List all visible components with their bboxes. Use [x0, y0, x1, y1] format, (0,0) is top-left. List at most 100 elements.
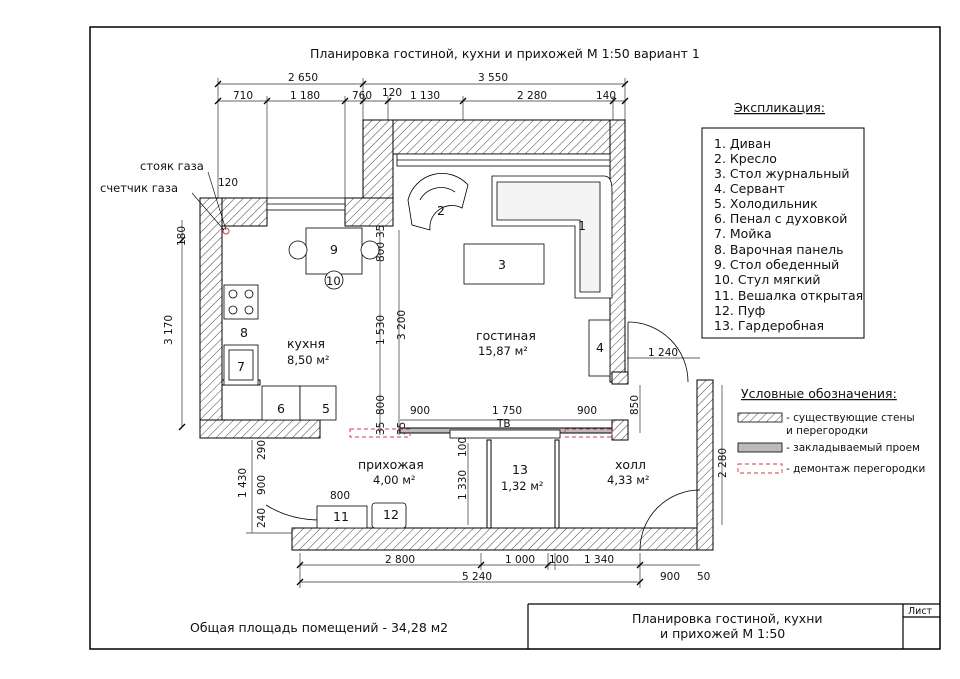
explication-item: 2. Кресло — [714, 151, 777, 166]
dim-850: 850 — [629, 395, 641, 415]
dim-left-180: 180 — [176, 226, 188, 246]
dim-bottom-100: 100 — [549, 554, 569, 566]
explication-item: 13. Гардеробная — [714, 318, 824, 333]
living-name: гостиная — [476, 328, 536, 343]
legend-existing-text-2: и перегородки — [786, 425, 868, 437]
coat-rack-icon — [316, 505, 368, 529]
dim-top-140: 140 — [596, 90, 616, 102]
dim-35-upper: 35 — [375, 225, 387, 238]
dim-bottom-1340: 1 340 — [584, 554, 614, 566]
dimension-texts: 2 650 3 550 710 1 180 760 120 1 130 2 28… — [163, 72, 729, 583]
pouf-number: 12 — [383, 507, 399, 522]
wardrobe-number: 13 — [512, 462, 528, 477]
gas-meter-leader — [191, 192, 225, 231]
sofa-icon: 1 — [491, 175, 613, 299]
explication-box — [701, 127, 865, 339]
dim-35-lower: 35 — [375, 422, 387, 435]
pouf-icon — [371, 502, 407, 529]
total-area: Общая площадь помещений - 34,28 м2 — [190, 620, 448, 635]
dim-bottom-1000: 1 000 — [505, 554, 535, 566]
hall-area: 4,00 м² — [373, 473, 416, 487]
dim-2280-right: 2 280 — [717, 448, 729, 478]
cooktop-number: 8 — [240, 325, 248, 340]
dim-top-710: 710 — [233, 90, 253, 102]
coffee-table-number: 3 — [498, 257, 506, 272]
dim-left-290: 290 — [256, 440, 268, 460]
gas-riser-icon — [222, 227, 230, 235]
holl-area: 4,33 м² — [607, 473, 650, 487]
sofa-number: 1 — [578, 218, 586, 233]
kitchen-name: кухня — [287, 336, 325, 351]
dim-1240: 1 240 — [648, 347, 678, 359]
dim-bottom-2800: 2 800 — [385, 554, 415, 566]
hall-name: прихожая — [358, 457, 424, 472]
gas-riser-leader — [207, 171, 227, 231]
dim-top-total-right: 3 550 — [478, 72, 508, 84]
gas-riser-label: стояк газа — [140, 159, 204, 173]
sheet-frame — [89, 26, 941, 650]
dim-1750: 1 750 — [492, 405, 522, 417]
kitchen-area: 8,50 м² — [287, 353, 330, 367]
living-area: 15,87 м² — [478, 344, 528, 358]
dim-top-760: 760 — [352, 90, 372, 102]
dim-left-1430: 1 430 — [237, 468, 249, 498]
chair-icon — [288, 240, 380, 290]
explication-heading: Экспликация: — [734, 100, 825, 115]
dim-1330: 1 330 — [457, 470, 469, 500]
dim-top-1130: 1 130 — [410, 90, 440, 102]
fridge-number: 5 — [322, 401, 330, 416]
dim-1530: 1 530 — [375, 315, 387, 345]
dim-bottom-900: 900 — [660, 571, 680, 583]
explication-item: 3. Стол журнальный — [714, 166, 849, 181]
explication-item: 4. Сервант — [714, 181, 785, 196]
cooktop-icon — [223, 284, 259, 320]
stamp-title-line2: и прихожей М 1:50 — [660, 626, 785, 641]
dining-table-number: 9 — [330, 242, 338, 257]
dim-100: 100 — [457, 437, 469, 457]
chair-number: 10 — [326, 274, 341, 288]
legend-demolish-swatch — [737, 463, 783, 474]
dim-bottom-5240: 5 240 — [462, 571, 492, 583]
legend-existing-text: - существующие стены — [786, 412, 915, 424]
dim-800-lower: 800 — [375, 395, 387, 415]
dim-left-240: 240 — [256, 508, 268, 528]
dim-top-total-left: 2 650 — [288, 72, 318, 84]
plan-title: Планировка гостиной, кухни и прихожей М … — [310, 46, 700, 61]
explication-item: 1. Диван — [714, 136, 771, 151]
sheet-label: Лист — [908, 606, 933, 617]
dim-bottom-50: 50 — [697, 571, 710, 583]
dimension-lines — [181, 78, 723, 588]
legend-existing-swatch — [737, 412, 783, 423]
tv-label: ТВ — [496, 418, 511, 430]
dim-left-900: 900 — [256, 475, 268, 495]
explication-item: 7. Мойка — [714, 226, 772, 241]
dim-left-3170: 3 170 — [163, 315, 175, 345]
dim-3200: 3 200 — [396, 310, 408, 340]
legend-demolish-text: - демонтаж перегородки — [786, 463, 925, 475]
sink-number: 7 — [237, 359, 245, 374]
gas-meter-label: счетчик газа — [100, 181, 178, 195]
explication-item: 6. Пенал с духовкой — [714, 211, 847, 226]
coffee-table-icon — [463, 243, 545, 285]
dim-top-120: 120 — [382, 87, 402, 99]
dim-top-2280: 2 280 — [517, 90, 547, 102]
armchair-number: 2 — [437, 203, 445, 218]
dim-800-hall: 800 — [330, 490, 350, 502]
explication-item: 9. Стол обеденный — [714, 257, 839, 272]
title-block — [527, 603, 940, 649]
explication-item: 8. Варочная панель — [714, 242, 843, 257]
doors — [265, 321, 701, 551]
sideboard-icon — [588, 319, 611, 377]
oven-column-number: 6 — [277, 401, 285, 416]
explication-item: 5. Холодильник — [714, 196, 818, 211]
sideboard-number: 4 — [596, 340, 604, 355]
fridge-icon — [299, 385, 337, 421]
explication-item: 10. Стул мягкий — [714, 272, 821, 287]
legend-filled-swatch — [737, 442, 783, 453]
windows — [266, 153, 611, 211]
dim-900-left: 900 — [410, 405, 430, 417]
dim-900-right: 900 — [577, 405, 597, 417]
explication-item: 11. Вешалка открытая — [714, 288, 863, 303]
sink-icon — [223, 344, 259, 386]
